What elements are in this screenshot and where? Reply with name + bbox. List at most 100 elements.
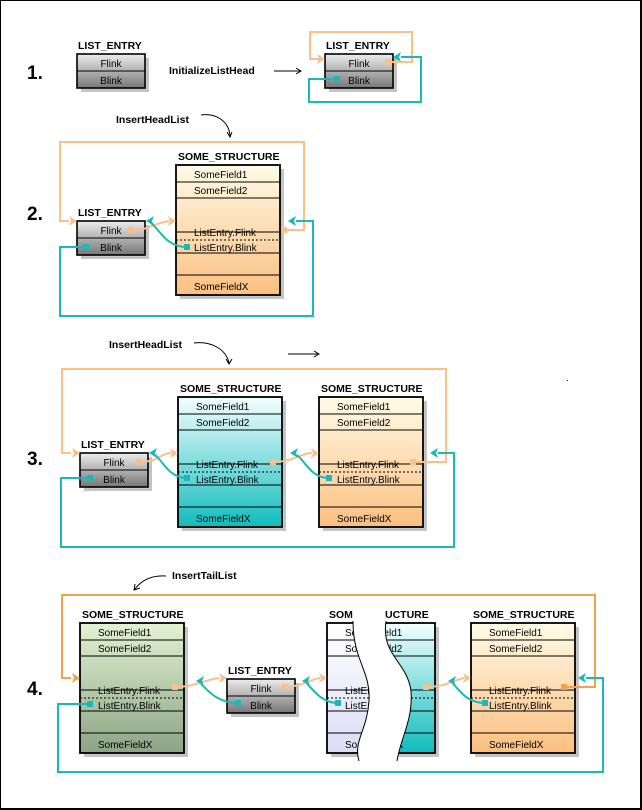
pointer-dot-icon xyxy=(172,684,178,690)
blink-field: Blink xyxy=(103,475,126,486)
arrowhead-icon xyxy=(430,448,438,458)
cut-edge xyxy=(384,620,412,762)
blink-old-to-new xyxy=(296,454,330,479)
blink-head-to-old xyxy=(60,452,455,548)
cut-edge xyxy=(352,620,370,762)
arrow-right-icon xyxy=(288,350,320,358)
arrowhead-icon xyxy=(72,448,80,458)
field-somefield2: SomeField2 xyxy=(489,644,543,655)
flink-self-pointer xyxy=(309,31,413,63)
operation-label-insert-head-1: InsertHeadList xyxy=(116,114,189,126)
pointer-dot-icon xyxy=(423,684,429,690)
step-number-2: 2. xyxy=(27,204,43,225)
blink-head-to-cut xyxy=(452,683,486,704)
field-somefield1: SomeField1 xyxy=(349,628,403,639)
field-somefield1: SomeField1 xyxy=(196,402,250,413)
operation-label-initialize: InitializeListHead xyxy=(169,65,255,77)
pointer-dot-icon xyxy=(184,475,190,481)
pointer-dot-icon xyxy=(128,227,134,233)
structure-title: SOME_STRUCTURE xyxy=(180,383,282,395)
arrow-right-icon xyxy=(274,67,302,75)
blink-self-pointer xyxy=(308,56,422,103)
step-number-3: 3. xyxy=(27,449,43,470)
field-somefield1: SomeField1 xyxy=(337,402,391,413)
field-listentry-blink: ListEntry.Blink xyxy=(489,701,553,712)
operation-label-insert-tail: InsertTailList xyxy=(172,570,237,582)
pointer-dot-icon xyxy=(561,684,567,690)
field-listentry-blink: ListEntry.Blink xyxy=(194,243,258,254)
arrowhead-icon xyxy=(168,216,176,226)
cut-structure-title-left: SOM xyxy=(329,609,353,621)
pointer-dot-icon xyxy=(410,459,416,465)
field-somefield2: SomeField2 xyxy=(337,418,391,429)
blink-head-to-struct xyxy=(59,220,314,317)
arrowhead-icon xyxy=(463,673,471,683)
arrowhead-icon xyxy=(219,673,227,683)
list-entry-title: LIST_ENTRY xyxy=(326,40,390,52)
field-somefieldx: SomeFieldX xyxy=(345,740,400,751)
field-somefield2: SomeField2 xyxy=(349,644,403,655)
pointer-dot-icon xyxy=(385,59,391,65)
step-number-4: 4. xyxy=(27,679,43,700)
arrowhead-icon xyxy=(290,448,298,458)
arrowhead-icon xyxy=(196,676,204,686)
structure-title: SOME_STRUCTURE xyxy=(82,609,184,621)
arrowhead-icon xyxy=(170,448,178,458)
pointer-dot-icon xyxy=(281,227,287,233)
step4-structure-head: SOME_STRUCTURE SomeField1SomeField2ListEn… xyxy=(470,609,579,757)
arrowhead-icon xyxy=(448,676,456,686)
blink-entry-to-tail xyxy=(200,683,239,704)
flink-field: Flink xyxy=(103,458,125,469)
field-listentry-blink: ListEntry.Blink xyxy=(98,701,162,712)
field-listentry-blink: ListEntry.Blink xyxy=(337,475,401,486)
curved-arrow-icon xyxy=(133,575,167,591)
field-listentry-flink: ListEntry.Flink xyxy=(337,460,400,471)
structure-title: SOME_STRUCTURE xyxy=(473,609,575,621)
step3-structure-old: SOME_STRUCTURESomeField1SomeField2ListEn… xyxy=(318,383,427,531)
field-listentry-blink: ListEntry.Blink xyxy=(345,701,409,712)
arrowhead-icon xyxy=(72,673,80,683)
flink-field: Flink xyxy=(250,684,272,695)
pointer-dot-icon xyxy=(334,76,340,82)
arrowhead-icon xyxy=(578,673,586,683)
field-somefield1: SomeField1 xyxy=(489,628,543,639)
step3-structure-new: SOME_STRUCTURESomeField1SomeField2ListEn… xyxy=(177,383,286,531)
field-listentry-flink: ListEntry.Flink xyxy=(196,460,259,471)
list-entry-title: LIST_ENTRY xyxy=(228,665,292,677)
list-entry-title: LIST_ENTRY xyxy=(78,40,142,52)
field-listentry-flink: ListEntry.Flink xyxy=(194,228,257,239)
pointer-dot-icon xyxy=(270,459,276,465)
flink-head-to-tail xyxy=(61,594,596,688)
field-somefield1: SomeField1 xyxy=(194,170,248,181)
arrowhead-icon xyxy=(149,448,157,458)
flink-field: Flink xyxy=(100,226,122,237)
step2-structure: SOME_STRUCTURESomeField1SomeField2ListEn… xyxy=(175,151,284,299)
pointer-dot-icon xyxy=(335,700,341,706)
pointer-dot-icon xyxy=(282,684,288,690)
arrowhead-icon xyxy=(319,673,327,683)
blink-field: Blink xyxy=(250,701,273,712)
arrowhead-icon xyxy=(302,676,310,686)
flink-field: Flink xyxy=(100,59,122,70)
cut-structure-title-right: UCTURE xyxy=(385,609,429,621)
pointer-dot-icon xyxy=(326,475,332,481)
operation-label-insert-head-2: InsertHeadList xyxy=(109,339,182,351)
pointer-dot-icon xyxy=(482,700,488,706)
flink-old-to-head xyxy=(61,368,447,463)
field-somefieldx: SomeFieldX xyxy=(98,740,153,751)
flink-cut-to-head xyxy=(425,677,465,688)
pointer-dot-icon xyxy=(184,244,190,250)
blink-field: Blink xyxy=(100,76,123,87)
step4-structure-tail: SOME_STRUCTURESomeField1SomeField2ListEn… xyxy=(79,609,188,757)
field-listentry-flink: ListEntry.Flink xyxy=(98,686,161,697)
field-somefield2: SomeField2 xyxy=(194,186,248,197)
arrowhead-icon xyxy=(146,216,154,226)
pointer-dot-icon xyxy=(235,700,241,706)
blink-cut-to-entry xyxy=(306,683,339,704)
blink-tail-to-head xyxy=(57,677,604,773)
